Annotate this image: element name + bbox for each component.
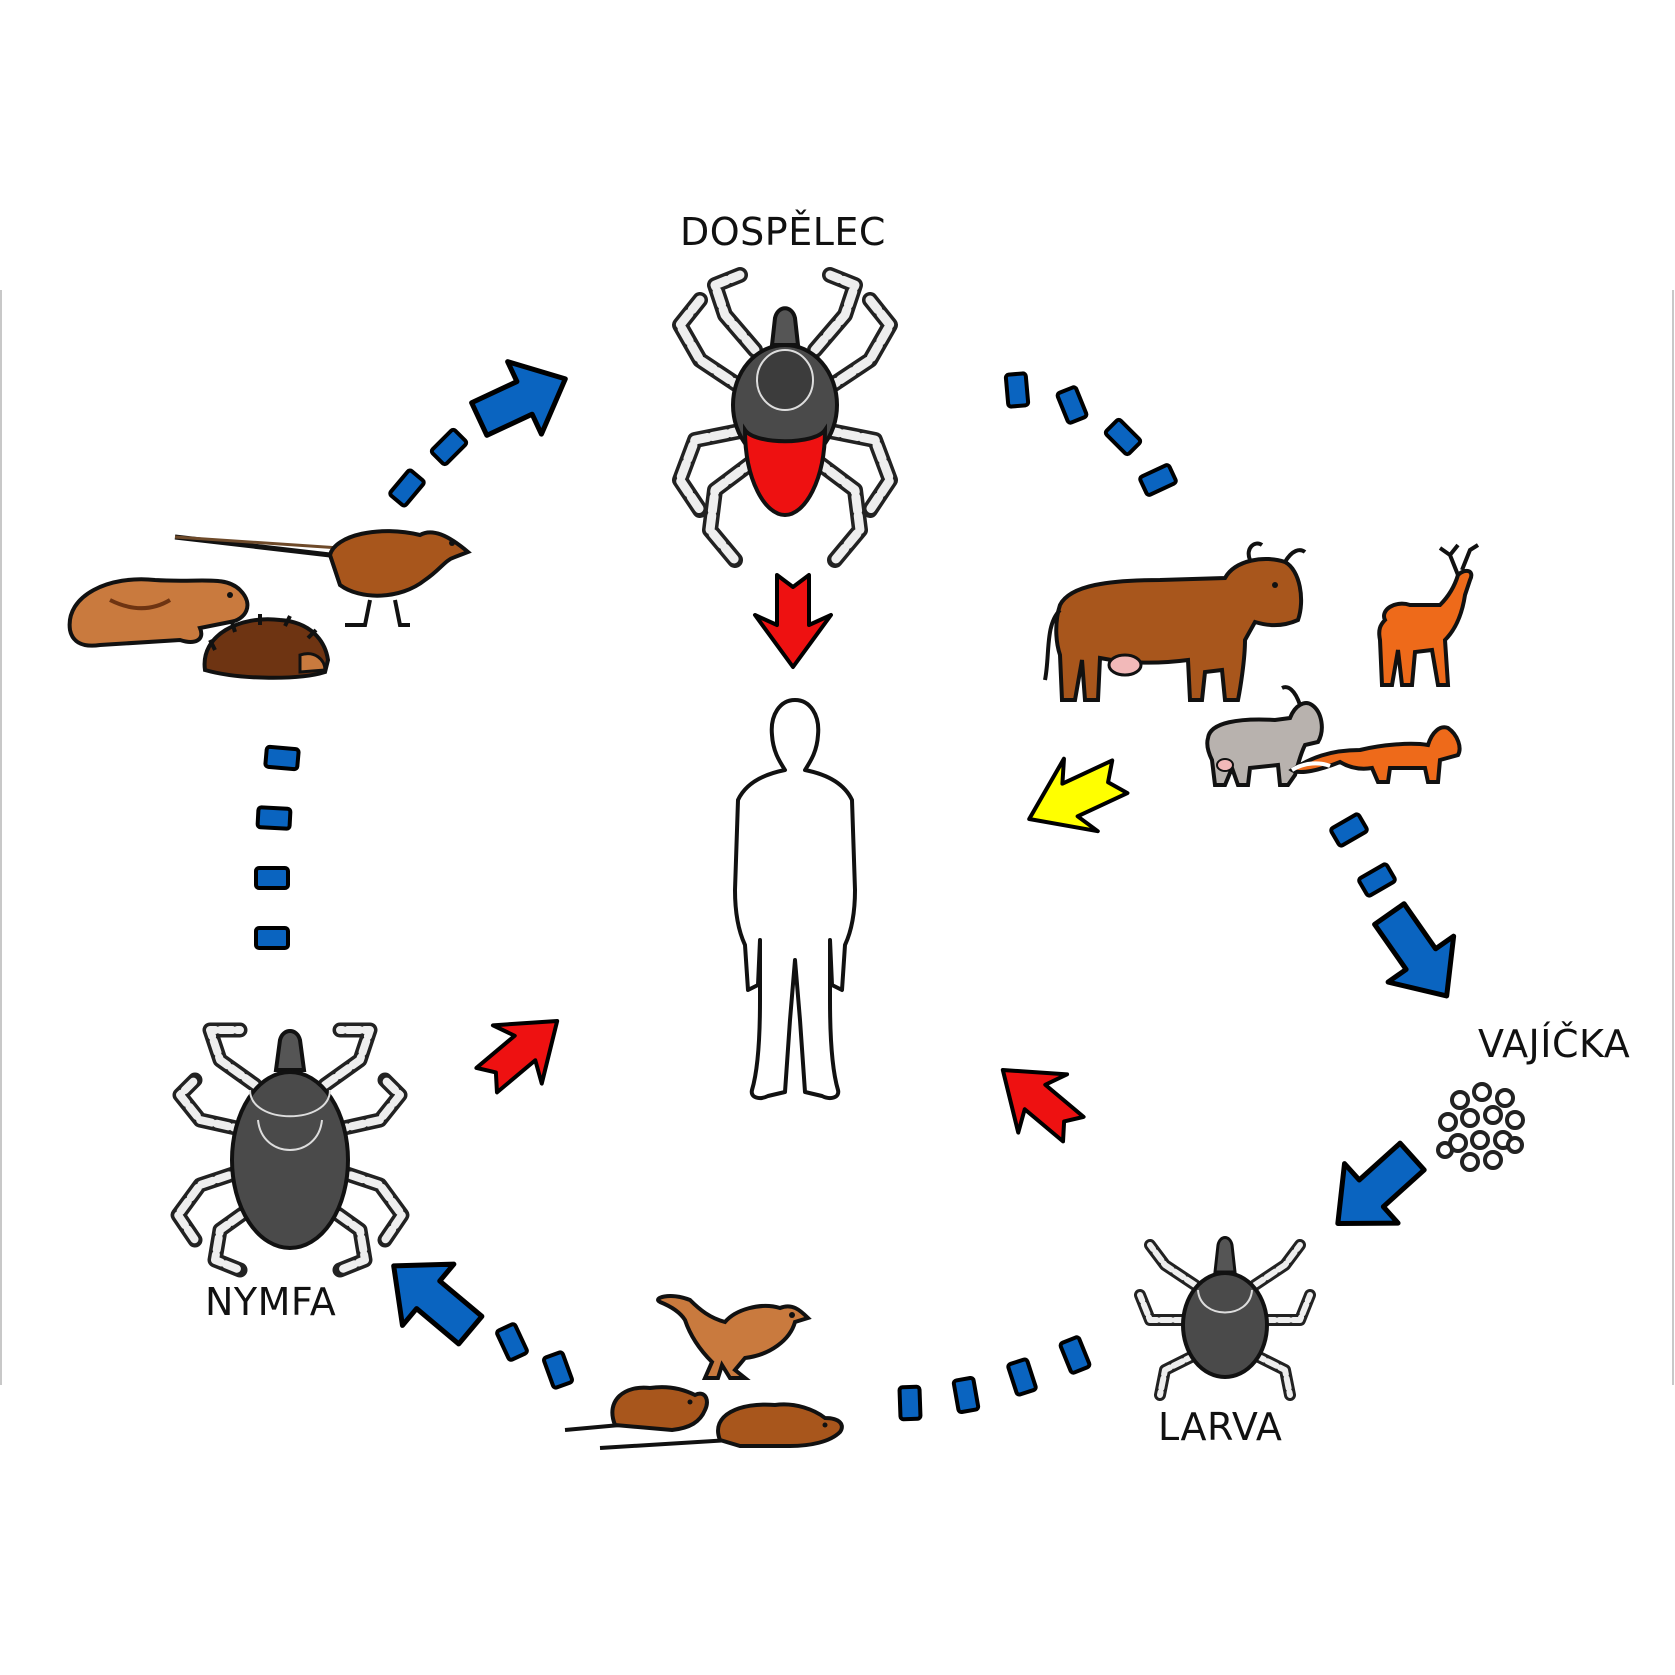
- blue-arrow-to-eggs: [1372, 901, 1457, 999]
- pheasant-icon: [174, 529, 472, 627]
- path-dashes-right: [1328, 811, 1398, 899]
- red-arrow-adult-to-human: [753, 573, 833, 669]
- blue-arrow-to-larva: [1335, 1140, 1427, 1226]
- deer-icon: [1377, 543, 1480, 687]
- fox-icon: [1288, 725, 1462, 784]
- nymph-tick-icon: [170, 1022, 410, 1278]
- red-arrow-nymph-to-human: [474, 1019, 560, 1095]
- yellow-arrow-animals-to-human: [1027, 756, 1130, 834]
- eggs-cluster-icon: [1436, 1082, 1525, 1172]
- label-larva: LARVA: [1158, 1405, 1283, 1449]
- hamster-icon: [67, 577, 250, 648]
- left-border-line: [0, 290, 2, 1385]
- cow-icon: [1043, 541, 1307, 702]
- mouse-icon-left: [564, 1385, 709, 1433]
- red-arrow-larva-to-human: [1000, 1068, 1086, 1144]
- label-eggs: VAJÍČKA: [1478, 1022, 1631, 1066]
- blue-arrow-to-adult: [469, 359, 568, 438]
- blue-arrow-to-nymph: [391, 1261, 485, 1347]
- path-dashes-bottom-right: [899, 1334, 1093, 1419]
- path-dashes-top-left: [387, 429, 467, 509]
- human-silhouette-icon: [733, 698, 857, 1100]
- label-adult: DOSPĚLEC: [680, 210, 886, 254]
- larva-tick-icon: [1134, 1236, 1316, 1401]
- mouse-icon-right: [599, 1402, 844, 1450]
- goat-icon: [1205, 685, 1324, 787]
- path-dashes-bottom-left: [494, 1321, 575, 1391]
- small-bird-icon: [656, 1294, 812, 1380]
- right-border-line: [1672, 290, 1674, 1385]
- path-dashes-top-right: [1003, 371, 1179, 498]
- path-dashes-left: [254, 744, 301, 950]
- adult-tick-icon: [672, 267, 898, 568]
- hedgehog-icon: [202, 614, 331, 680]
- label-nymph: NYMFA: [205, 1280, 337, 1324]
